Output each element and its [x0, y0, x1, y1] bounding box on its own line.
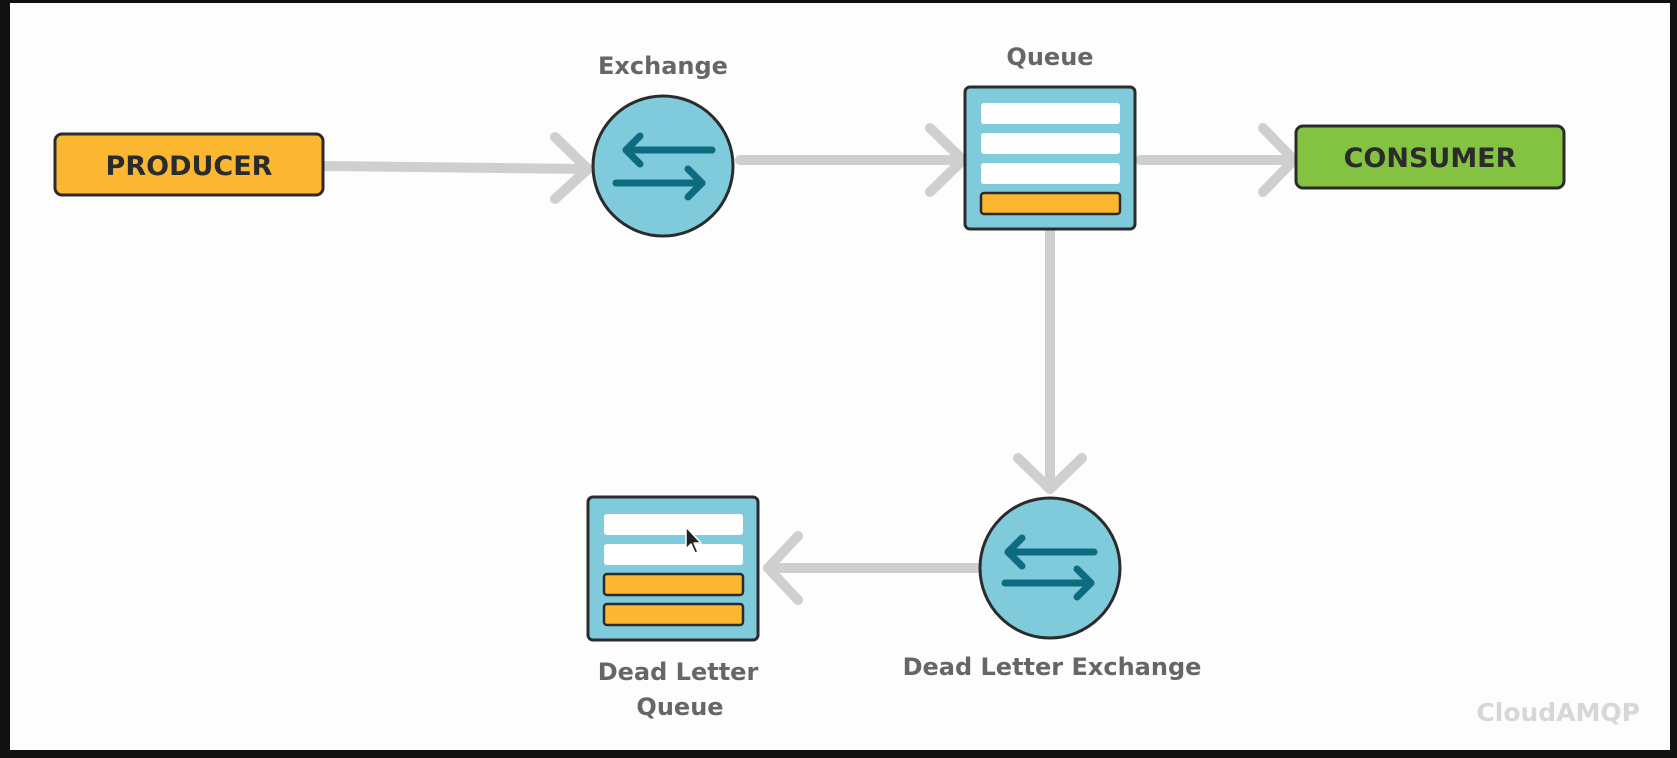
- connector-producer-exchange: [318, 161, 593, 174]
- diagram-svg: PRODUCER Exchange Queue CONSUMER: [53, 43, 1640, 727]
- mouse-cursor-icon: [685, 526, 702, 554]
- producer-label: PRODUCER: [106, 151, 273, 182]
- dead-letter-queue-slot: [604, 514, 743, 535]
- exchange-arrows-icon: [612, 132, 716, 201]
- cloudamqp-watermark: CloudAMQP: [1476, 698, 1640, 727]
- dead-letter-queue-node: Dead Letter Queue: [586, 495, 760, 721]
- queue-slot: [981, 163, 1120, 184]
- exchange-label: Exchange: [598, 52, 728, 80]
- dead-letter-queue-label-line1: Dead Letter: [598, 658, 759, 686]
- dead-letter-queue-slot: [604, 544, 743, 565]
- queue-message: [979, 191, 1122, 216]
- dead-letter-exchange-node: Dead Letter Exchange: [903, 496, 1202, 681]
- consumer-node: CONSUMER: [1294, 124, 1566, 190]
- diagram-canvas: PRODUCER Exchange Queue CONSUMER: [10, 3, 1670, 750]
- arrowhead-exchange: [550, 132, 593, 204]
- queue-label: Queue: [1006, 43, 1093, 71]
- dead-letter-queue-label-line2: Queue: [636, 693, 723, 721]
- queue-slot: [981, 103, 1120, 124]
- consumer-label: CONSUMER: [1344, 143, 1517, 174]
- arrowhead-queue: [925, 123, 968, 197]
- arrowhead-consumer: [1258, 123, 1299, 197]
- arrowhead-dlx: [1013, 453, 1087, 494]
- arrowhead-dlq: [763, 531, 803, 605]
- exchange-node: Exchange: [591, 52, 735, 238]
- producer-node: PRODUCER: [53, 132, 325, 197]
- dead-letter-queue-message: [602, 602, 745, 627]
- dead-letter-exchange-label: Dead Letter Exchange: [903, 653, 1202, 681]
- dead-letter-exchange-arrows-icon: [1001, 534, 1098, 601]
- dead-letter-queue-message: [602, 572, 745, 597]
- queue-node: Queue: [963, 43, 1137, 231]
- queue-slot: [981, 133, 1120, 154]
- connectors: [318, 123, 1299, 605]
